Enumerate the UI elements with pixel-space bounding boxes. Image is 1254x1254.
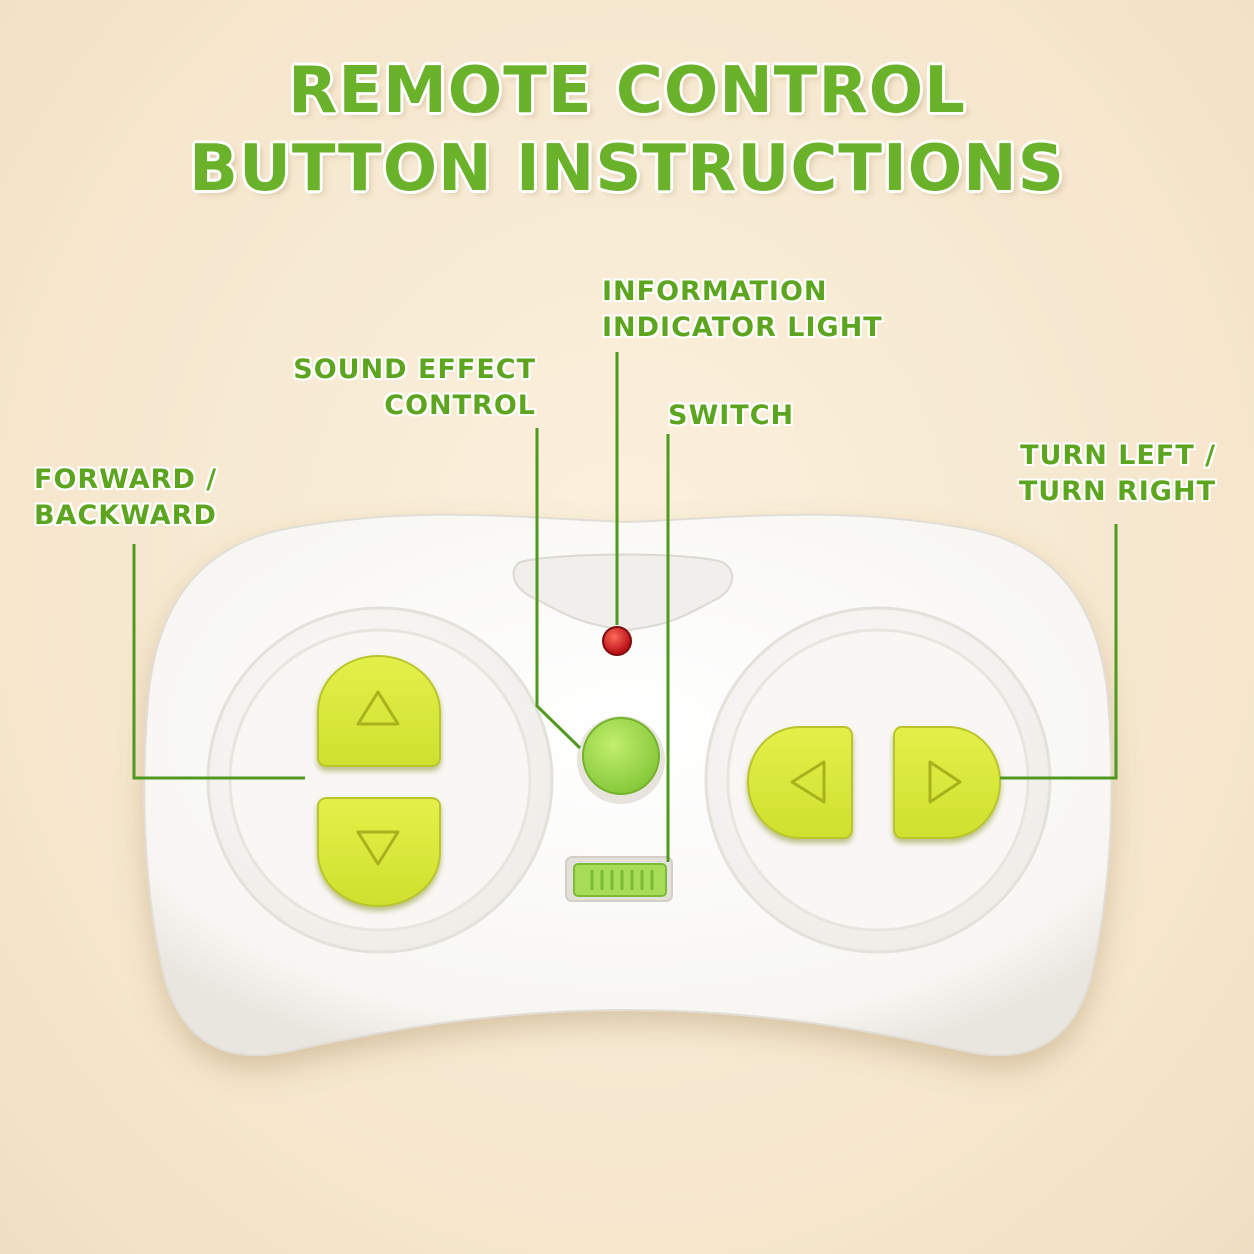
label-indicator-line-1: INFORMATION — [602, 276, 828, 307]
turn-right-button[interactable] — [893, 726, 1002, 839]
right-ring-inner — [726, 628, 1030, 932]
power-switch[interactable] — [565, 856, 673, 902]
title-line-1: REMOTE CONTROL — [288, 54, 966, 128]
turn-left-button[interactable] — [746, 726, 853, 839]
label-sound-effect-line-1: SOUND EFFECT — [293, 354, 536, 385]
left-arrow-icon — [790, 760, 826, 804]
page-title: REMOTE CONTROL BUTTON INSTRUCTIONS — [0, 52, 1254, 208]
label-turn-line-1: TURN LEFT / — [1020, 440, 1216, 471]
label-switch: SWITCH — [668, 398, 794, 434]
leader-line-forward-backward — [132, 544, 305, 780]
label-indicator: INFORMATION INDICATOR LIGHT — [602, 274, 883, 346]
label-turn: TURN LEFT / TURN RIGHT — [966, 438, 1216, 510]
leader-line-sound-effect — [535, 428, 582, 750]
label-indicator-line-2: INDICATOR LIGHT — [602, 312, 883, 343]
label-sound-effect: SOUND EFFECT CONTROL — [270, 352, 536, 424]
up-arrow-icon — [356, 690, 400, 726]
leader-line-turn — [1000, 524, 1118, 780]
label-forward-backward: FORWARD / BACKWARD — [34, 462, 217, 534]
sound-effect-button[interactable] — [577, 716, 665, 804]
right-arrow-icon — [928, 760, 962, 804]
label-turn-line-2: TURN RIGHT — [1018, 476, 1216, 507]
left-ring-inner — [228, 628, 532, 932]
down-arrow-icon — [356, 830, 400, 866]
forward-button[interactable] — [317, 654, 441, 767]
indicator-light — [602, 626, 632, 656]
title-line-2: BUTTON INSTRUCTIONS — [189, 132, 1065, 206]
label-forward-backward-line-1: FORWARD / — [34, 464, 218, 495]
label-sound-effect-line-2: CONTROL — [384, 390, 536, 421]
backward-button[interactable] — [317, 797, 441, 908]
label-switch-line-1: SWITCH — [668, 400, 795, 431]
label-forward-backward-line-2: BACKWARD — [34, 500, 217, 531]
